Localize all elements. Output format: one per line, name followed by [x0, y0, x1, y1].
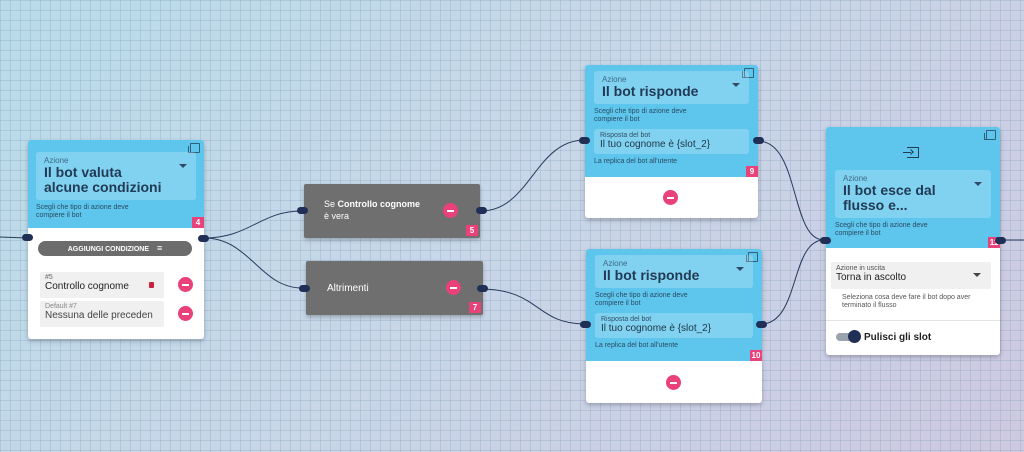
condition-id: Default #7 [45, 303, 77, 310]
select-label: Azione [843, 174, 868, 183]
node-badge: 11 [988, 237, 1000, 248]
field-label: Risposta del bot [600, 132, 651, 139]
node-conditions[interactable]: Azione Il bot valuta alcune condizioni S… [28, 140, 204, 339]
select-value: Il bot risponde [603, 267, 700, 283]
action-hint: Scegli che tipo di azione deve compiere … [36, 204, 129, 219]
node-bot-responds[interactable]: Azione Il bot risponde Scegli che tipo d… [586, 249, 762, 403]
condition-text: Se Controllo cognome è vera [324, 198, 434, 222]
copy-icon[interactable] [742, 68, 754, 78]
field-hint: La replica del bot all'utente [594, 158, 678, 165]
condition-id: #5 [45, 274, 53, 281]
condition-item[interactable]: Default #7 Nessuna delle preceden [40, 301, 164, 327]
node-bot-responds[interactable]: Azione Il bot risponde Scegli che tipo d… [585, 65, 758, 218]
remove-node-button[interactable] [666, 375, 681, 390]
output-port[interactable] [995, 237, 1006, 244]
add-condition-button[interactable]: AGGIUNGI CONDIZIONE ≡ [38, 241, 192, 256]
input-port[interactable] [820, 237, 831, 244]
chevron-down-icon [732, 83, 740, 87]
input-port[interactable] [299, 285, 310, 292]
add-condition-label: AGGIUNGI CONDIZIONE [67, 246, 150, 253]
chevron-down-icon [974, 182, 982, 186]
copy-icon[interactable] [188, 143, 200, 153]
trash-icon[interactable] [149, 282, 154, 288]
condition-item[interactable]: #5 Controllo cognome [40, 272, 164, 298]
node-badge: 4 [192, 217, 204, 228]
toggle-knob [848, 330, 861, 343]
condition-suffix: è vera [324, 211, 350, 221]
node-badge: 10 [750, 350, 762, 361]
else-text: Altrimenti [327, 283, 369, 294]
output-port[interactable] [476, 207, 487, 214]
clear-slots-label: Pulisci gli slot [864, 332, 932, 343]
condition-label: Controllo cognome [45, 281, 129, 292]
select-label: Azione [603, 259, 628, 268]
select-label: Azione [602, 75, 627, 84]
input-port[interactable] [22, 234, 33, 241]
exit-action-label: Azione in uscita [836, 265, 886, 272]
copy-icon[interactable] [746, 252, 758, 262]
input-port[interactable] [297, 207, 308, 214]
output-port[interactable] [477, 285, 488, 292]
action-select[interactable]: Azione Il bot risponde [595, 255, 753, 288]
field-value: Il tuo cognome è {slot_2} [601, 323, 712, 334]
action-select[interactable]: Azione Il bot esce dal flusso e... [835, 170, 991, 218]
list-add-icon: ≡ [156, 243, 163, 253]
exit-action-hint: Seleziona cosa deve fare il bot dopo ave… [842, 294, 971, 309]
field-value: Il tuo cognome è {slot_2} [600, 139, 711, 150]
output-port[interactable] [198, 235, 209, 242]
condition-name: Controllo cognome [337, 199, 421, 209]
action-select[interactable]: Azione Il bot risponde [594, 71, 749, 104]
action-hint: Scegli che tipo di azione deve compiere … [835, 222, 928, 237]
field-hint: La replica del bot all'utente [595, 342, 679, 349]
bot-reply-field[interactable]: Risposta del bot Il tuo cognome è {slot_… [594, 129, 749, 154]
exit-action-value: Torna in ascolto [836, 272, 907, 283]
remove-node-button[interactable] [443, 203, 458, 218]
node-badge: 7 [469, 302, 481, 313]
node-condition-true[interactable]: Se Controllo cognome è vera 5 [304, 184, 480, 238]
remove-condition-button[interactable] [178, 306, 193, 321]
action-hint: Scegli che tipo di azione deve compiere … [595, 292, 688, 307]
chevron-down-icon [179, 164, 187, 168]
remove-node-button[interactable] [446, 280, 461, 295]
bot-reply-field[interactable]: Risposta del bot Il tuo cognome è {slot_… [595, 313, 753, 338]
field-label: Risposta del bot [601, 316, 652, 323]
action-hint: Scegli che tipo di azione deve compiere … [594, 108, 687, 123]
remove-condition-button[interactable] [178, 277, 193, 292]
node-badge: 9 [746, 166, 758, 177]
exit-action-select[interactable]: Azione in uscita Torna in ascolto [831, 262, 991, 289]
node-condition-else[interactable]: Altrimenti 7 [306, 261, 483, 315]
node-badge: 5 [466, 225, 478, 236]
copy-icon[interactable] [984, 130, 996, 140]
exit-icon [903, 147, 919, 158]
select-label: Azione [44, 156, 69, 165]
remove-node-button[interactable] [663, 190, 678, 205]
condition-label: Nessuna delle preceden [45, 310, 153, 321]
node-bot-exits[interactable]: Azione Il bot esce dal flusso e... Scegl… [826, 127, 1000, 355]
chevron-down-icon [973, 273, 981, 277]
input-port[interactable] [580, 321, 591, 328]
select-value: Il bot risponde [602, 83, 699, 99]
chevron-down-icon [736, 267, 744, 271]
action-select[interactable]: Azione Il bot valuta alcune condizioni [36, 152, 196, 200]
clear-slots-toggle[interactable] [836, 330, 861, 343]
input-port[interactable] [579, 137, 590, 144]
select-value: Il bot esce dal flusso e... [843, 182, 936, 213]
condition-prefix: Se [324, 199, 336, 209]
output-port[interactable] [756, 321, 767, 328]
output-port[interactable] [753, 137, 764, 144]
select-value: Il bot valuta alcune condizioni [44, 164, 162, 195]
